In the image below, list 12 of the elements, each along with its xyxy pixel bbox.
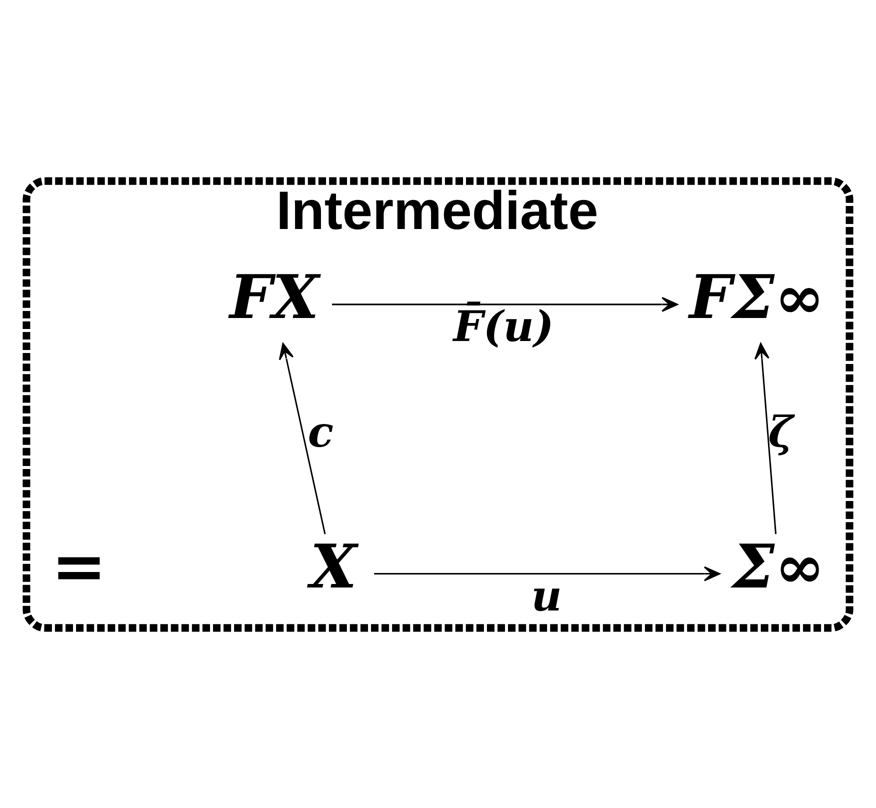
- arrow: [754, 342, 777, 534]
- edge-label: u: [531, 570, 562, 620]
- edge-label: F̄(u): [453, 300, 554, 351]
- arrow: [374, 566, 720, 581]
- label: =: [51, 526, 107, 605]
- arrow: [278, 342, 326, 534]
- node-text: FX: [230, 261, 320, 332]
- edge-label: ζ: [768, 406, 794, 456]
- node-text: FΣ∞: [689, 261, 825, 332]
- edge-label: c: [308, 406, 334, 456]
- node-text: Σ∞: [732, 530, 825, 602]
- arrow: [332, 296, 678, 312]
